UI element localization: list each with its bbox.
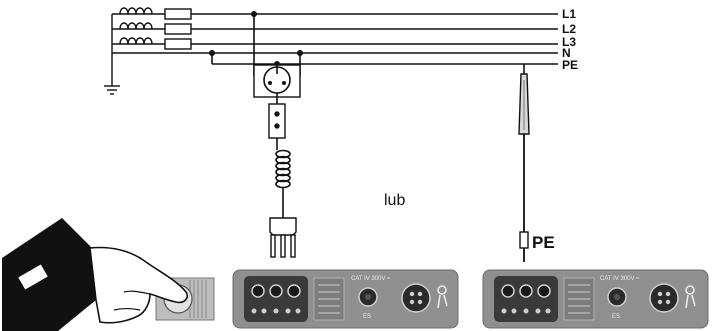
coil-l2 [119, 22, 153, 30]
meter-2-clamp-icon [685, 285, 696, 309]
coil-l1 [119, 7, 153, 15]
probe-label: PE [532, 233, 555, 252]
sleeve [2, 218, 96, 331]
pe-test-probe [518, 64, 530, 262]
plug-pin-center [280, 234, 286, 258]
hand-pointing [2, 218, 215, 331]
probe-connector [519, 231, 529, 249]
socket-adapter-plug [268, 93, 286, 150]
plug-pin-right [290, 234, 296, 258]
meter-panel-1: CAT IV 300V ≈ ES [232, 269, 459, 329]
meter-1-es-label: ES [363, 314, 371, 320]
wall-socket [253, 64, 301, 98]
junction-dots [209, 11, 303, 67]
fuse-l1 [164, 8, 192, 20]
meter-1-clamp-socket [401, 283, 431, 313]
fuse-l3 [164, 38, 192, 50]
meter-1-clamp-icon [437, 285, 448, 309]
fuses [164, 8, 192, 50]
meter-2-es-label: ES [612, 314, 620, 320]
plug-body [269, 217, 297, 236]
meter-panel-2: CAT IV 300V ≈ ES [482, 269, 709, 329]
transformer-coils [119, 7, 153, 45]
meter-2-socket-block [494, 276, 558, 322]
coil-l3 [119, 37, 153, 45]
test-plug [269, 217, 297, 258]
earth-ground [104, 14, 120, 95]
hand [89, 246, 189, 324]
fuse-l2 [164, 23, 192, 35]
adapter-body [268, 103, 286, 139]
alternative-label: lub [384, 192, 405, 209]
meter-1-socket-block [244, 276, 308, 322]
label-n: N [562, 46, 571, 60]
coiled-cable [275, 149, 291, 218]
plug-pin-left [270, 234, 276, 258]
label-l2: L2 [562, 22, 576, 36]
label-pe: PE [562, 58, 578, 72]
meter-1-rating: CAT IV 300V ≈ [351, 276, 391, 282]
sleeve-cuff-label [18, 264, 48, 290]
label-l3: L3 [562, 35, 576, 49]
meter-2-rating: CAT IV 300V ≈ [600, 276, 640, 282]
meter-2-clamp-socket [649, 283, 679, 313]
label-l1: L1 [562, 7, 576, 21]
